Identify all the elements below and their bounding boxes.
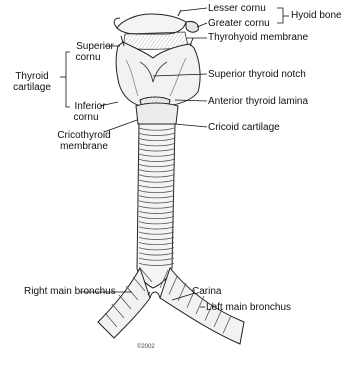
label-inferior-cornu-line2: cornu (70, 112, 102, 123)
label-cricoid-cartilage: Cricoid cartilage (208, 122, 280, 133)
label-inferior-cornu-line1: Inferior (70, 101, 110, 112)
trachea-drawing (137, 124, 175, 288)
label-right-main-bronchus: Right main bronchus (24, 286, 116, 297)
label-left-main-bronchus: Left main bronchus (206, 302, 291, 313)
label-hyoid-bone: Hyoid bone (291, 10, 342, 21)
label-thyroid-cartilage-line1: Thyroid (6, 71, 58, 82)
label-superior-cornu-line1: Superior (70, 41, 120, 52)
label-greater-cornu: Greater cornu (208, 18, 270, 29)
label-lesser-cornu: Lesser cornu (208, 3, 266, 14)
label-superior-thyroid-notch: Superior thyroid notch (208, 69, 306, 80)
label-thyrohyoid-membrane: Thyrohyoid membrane (208, 32, 308, 43)
hyoid-bone-drawing (114, 10, 198, 34)
artist-signature: ©2002 (137, 344, 155, 351)
label-superior-cornu-line2: cornu (70, 52, 106, 63)
label-carina: Carina (192, 286, 221, 297)
label-anterior-thyroid-lamina: Anterior thyroid lamina (208, 96, 308, 107)
label-cricothyroid-membrane-line1: Cricothyroid (56, 130, 112, 141)
label-thyroid-cartilage-line2: cartilage (6, 82, 58, 93)
label-cricothyroid-membrane-line2: membrane (56, 141, 112, 152)
